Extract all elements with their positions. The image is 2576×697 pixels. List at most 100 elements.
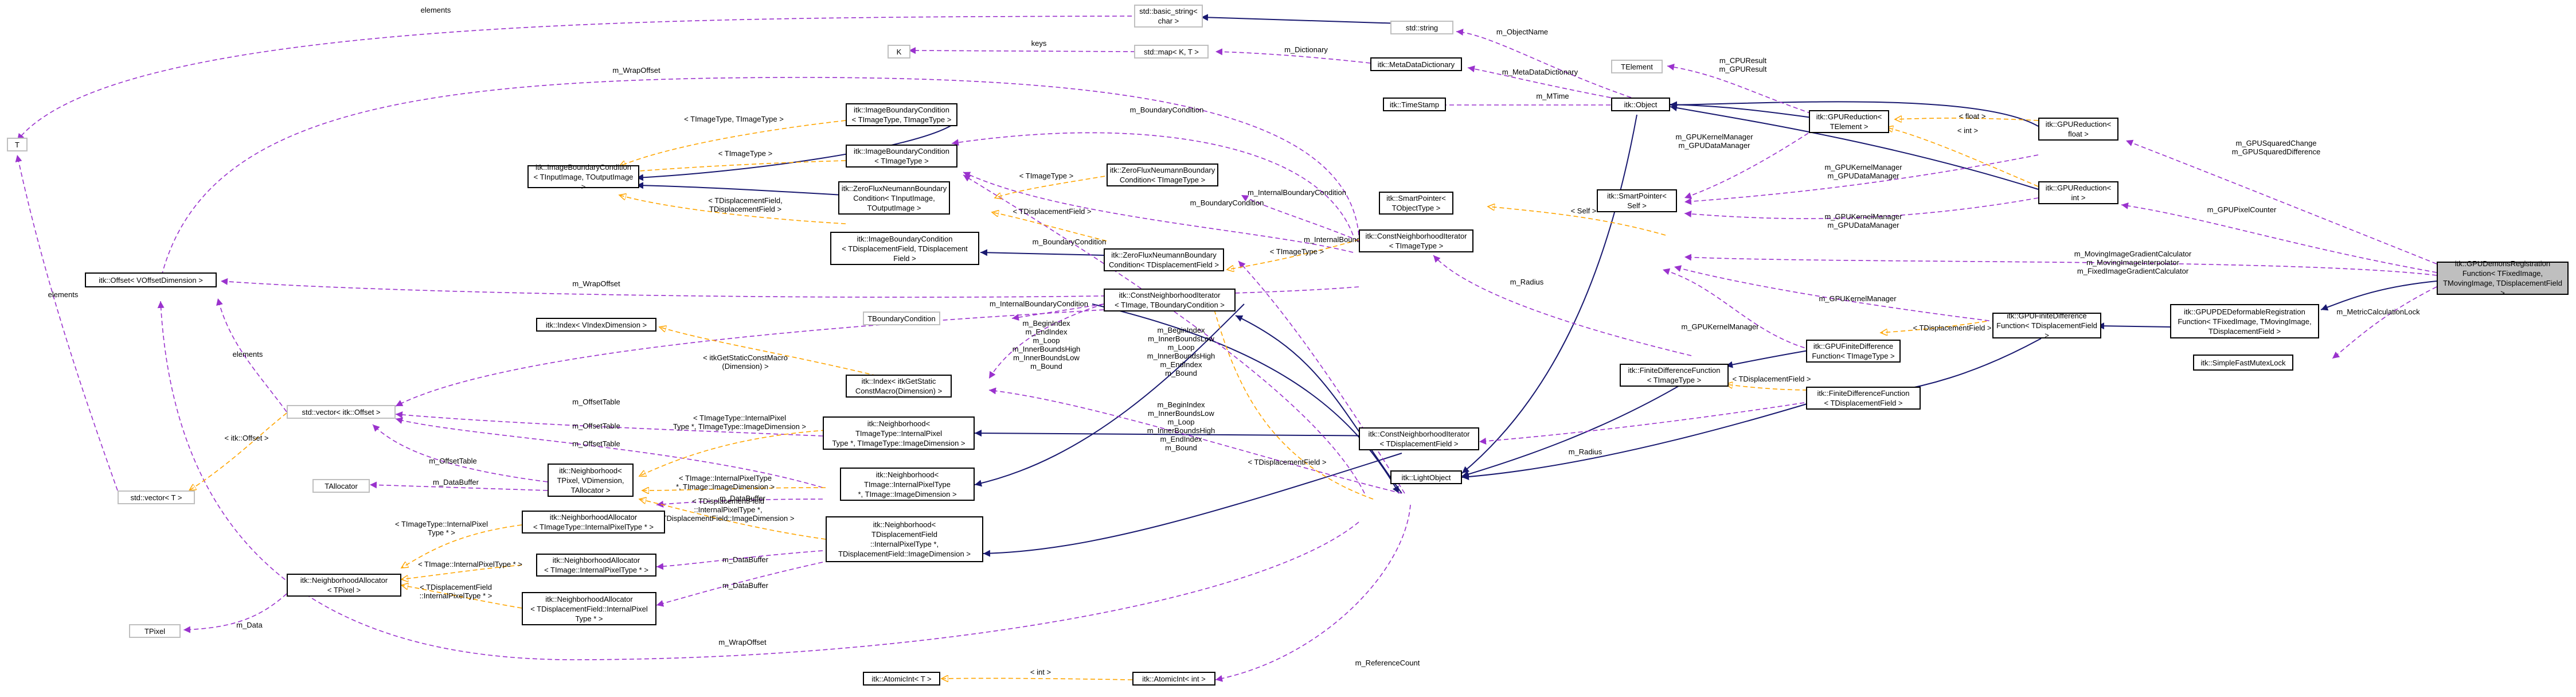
- edge-offsettable-4: [372, 424, 548, 482]
- label-offsettable-2: m_OffsetTable: [572, 422, 620, 430]
- label-wrapoffset-low: m_WrapOffset: [718, 638, 767, 647]
- edge-boundary-top: [951, 132, 1354, 236]
- node-neighborhood-timagetype[interactable]: itk::Neighborhood< TImageType::InternalP…: [823, 416, 975, 450]
- label-offsettable-4: m_OffsetTable: [429, 457, 477, 465]
- node-neighborhoodallocator-timage[interactable]: itk::NeighborhoodAllocator < TImage::Int…: [536, 554, 656, 577]
- node-constneighborhooditerator-timage-tboundary[interactable]: itk::ConstNeighborhoodIterator < TImage,…: [1104, 289, 1236, 311]
- node-string[interactable]: std::string: [1390, 21, 1453, 34]
- edge-wrapoffset-mid: [220, 278, 1359, 298]
- label-boundary-low: m_BoundaryCondition: [1033, 237, 1107, 246]
- node-vector-T[interactable]: std::vector< T >: [118, 490, 195, 504]
- node-object[interactable]: itk::Object: [1611, 98, 1670, 111]
- node-neighborhoodallocator-tdisplacementfield[interactable]: itk::NeighborhoodAllocator < TDisplaceme…: [522, 592, 656, 625]
- label-databuffer-4: m_DataBuffer: [722, 581, 769, 590]
- node-gpupde-registration-function[interactable]: itk::GPUPDEDeformableRegistration Functi…: [2170, 304, 2319, 338]
- node-imageboundary-tinput-toutput[interactable]: itk::ImageBoundaryCondition < TInputImag…: [527, 163, 639, 191]
- edge-tdf-internal: [639, 499, 826, 540]
- edge-timage-internal: [642, 488, 826, 490]
- node-tallocator[interactable]: TAllocator: [312, 479, 370, 493]
- node-atomicint-int[interactable]: itk::AtomicInt< int >: [1132, 672, 1215, 686]
- edge-timagetype-internal: [639, 430, 826, 476]
- node-simplefastmutexlock[interactable]: itk::SimpleFastMutexLock: [2193, 355, 2293, 371]
- label-elements-top: elements: [421, 6, 451, 14]
- node-index-static[interactable]: itk::Index< itkGetStatic ConstMacro(Dime…: [846, 375, 952, 398]
- node-gpudemons-registration-function[interactable]: itk::GPUDemonsRegistration Function< TFi…: [2437, 259, 2569, 297]
- node-T[interactable]: T: [7, 138, 28, 151]
- edge-databuffer-2: [656, 499, 823, 508]
- node-neighborhood-timage[interactable]: itk::Neighborhood< TImage::InternalPixel…: [840, 468, 975, 501]
- node-K[interactable]: K: [888, 45, 910, 59]
- node-zeroflux-tinput-toutput[interactable]: itk::ZeroFluxNeumannBoundary Condition< …: [838, 181, 950, 215]
- label-pixelcounter: m_GPUPixelCounter: [2207, 205, 2277, 214]
- edge-offsettable-1: [395, 309, 1104, 407]
- label-databuffer-3: m_DataBuffer: [722, 555, 769, 564]
- edge-offsettable-3: [395, 417, 823, 488]
- node-neighborhood-tpixel[interactable]: itk::Neighborhood< TPixel, VDimension, T…: [548, 464, 634, 497]
- label-dictionary: m_Dictionary: [1284, 45, 1328, 54]
- edge-timagetype-2: [995, 174, 1113, 198]
- node-lightobject[interactable]: itk::LightObject: [1390, 470, 1462, 484]
- label-timagetype-2: < TImageType >: [1019, 172, 1073, 180]
- node-gpureduction-telement[interactable]: itk::GPUReduction< TElement >: [1809, 110, 1889, 133]
- edge-internal-boundary-1: [1241, 194, 1359, 242]
- node-finitedifference-tdisplacementfield[interactable]: itk::FiniteDifferenceFunction < TDisplac…: [1806, 387, 1921, 410]
- node-constneighborhooditerator-tdisplacementfield[interactable]: itk::ConstNeighborhoodIterator < TDispla…: [1359, 427, 1479, 450]
- node-tpixel[interactable]: TPixel: [129, 624, 181, 638]
- edge-gpupde-gpufdf-df: [2097, 322, 2174, 330]
- node-neighborhoodallocator-timagetype[interactable]: itk::NeighborhoodAllocator < TImageType:…: [522, 511, 665, 534]
- edge-kernel-low: [1684, 197, 2039, 219]
- node-finitedifference-timagetype[interactable]: itk::FiniteDifferenceFunction < TImageTy…: [1620, 364, 1729, 387]
- edge-kernel-single: [1674, 265, 2042, 328]
- node-vector-offset[interactable]: std::vector< itk::Offset >: [287, 405, 396, 419]
- edge-kernel-mid: [1684, 154, 2039, 205]
- node-tboundarycondition[interactable]: TBoundaryCondition: [863, 311, 940, 325]
- edge-elements-top: [17, 15, 1147, 141]
- node-zeroflux-tdisplacementfield[interactable]: itk::ZeroFluxNeumannBoundary Condition< …: [1104, 248, 1224, 271]
- edge-gpured-int-object: [1670, 104, 2039, 190]
- edge-int: [1886, 127, 2039, 187]
- node-constneighborhooditerator-timagetype[interactable]: itk::ConstNeighborhoodIterator < TImageT…: [1359, 229, 1473, 252]
- edge-elements-vertical: [15, 154, 118, 491]
- edge-radius-2: [1479, 401, 1812, 445]
- label-tdf-tdf: < TDisplacementField,TDisplacementField …: [708, 196, 782, 213]
- edge-nb-timagetype-vector: [974, 430, 1402, 437]
- edge-int-atomic: [941, 678, 1133, 680]
- node-map[interactable]: std::map< K, T >: [1134, 45, 1209, 59]
- node-metadatadictionary[interactable]: itk::MetaDataDictionary: [1370, 57, 1462, 71]
- node-neighborhood-tdisplacementfield[interactable]: itk::Neighborhood< TDisplacementField ::…: [826, 516, 983, 562]
- node-zeroflux-timagetype[interactable]: itk::ZeroFluxNeumannBoundary Condition< …: [1107, 163, 1218, 186]
- label-internal-boundary-2: m_InternalBoundaryCondition: [990, 299, 1088, 308]
- label-metadatadict: m_MetaDataDictionary: [1502, 68, 1578, 76]
- node-basic-string[interactable]: std::basic_string< char >: [1134, 5, 1203, 28]
- node-imageboundary-timagetype-timagetype[interactable]: itk::ImageBoundaryCondition < TImageType…: [846, 103, 957, 126]
- node-index-vindexdimension[interactable]: itk::Index< VIndexDimension >: [536, 318, 656, 332]
- node-gpureduction-float[interactable]: itk::GPUReduction< float >: [2038, 118, 2118, 141]
- node-gpufinitedifference-timagetype[interactable]: itk::GPUFiniteDifference Function< TImag…: [1806, 340, 1901, 363]
- node-gpureduction-int[interactable]: itk::GPUReduction< int >: [2038, 181, 2118, 204]
- label-tdf-4: < TDisplacementField >: [1248, 458, 1326, 466]
- node-atomicint-T[interactable]: itk::AtomicInt< T >: [863, 672, 940, 686]
- node-imageboundary-tdisplacementfield[interactable]: itk::ImageBoundaryCondition < TDisplacem…: [830, 232, 979, 265]
- node-smartpointer-tobjecttype[interactable]: itk::SmartPointer< TObjectType >: [1379, 192, 1453, 215]
- edge-moving: [1684, 254, 2437, 276]
- label-float: < float >: [1959, 112, 1986, 120]
- node-telement[interactable]: TElement: [1611, 60, 1663, 73]
- label-mtime: m_MTime: [1536, 92, 1569, 100]
- label-databuffer-2: m_DataBuffer: [720, 494, 766, 503]
- edge-squared: [2125, 139, 2437, 264]
- node-imageboundary-timagetype[interactable]: itk::ImageBoundaryCondition < TImageType…: [846, 145, 957, 168]
- node-gpufinitedifference-tdisplacementfield[interactable]: itk::GPUFiniteDifference Function< TDisp…: [1992, 311, 2101, 340]
- node-neighborhoodallocator-tpixel[interactable]: itk::NeighborhoodAllocator < TPixel >: [287, 574, 401, 597]
- node-offset-voffsetdimension[interactable]: itk::Offset< VOffsetDimension >: [85, 272, 217, 287]
- label-getstatic: < itkGetStaticConstMacro(Dimension) >: [703, 353, 788, 371]
- node-smartpointer-self[interactable]: itk::SmartPointer< Self >: [1597, 189, 1677, 212]
- label-elements-vertical: elements: [48, 290, 79, 299]
- label-timagetype-1: < TImageType >: [718, 149, 772, 158]
- node-timestamp[interactable]: itk::TimeStamp: [1383, 98, 1446, 111]
- label-timage-timage: < TImageType, TImageType >: [684, 115, 784, 123]
